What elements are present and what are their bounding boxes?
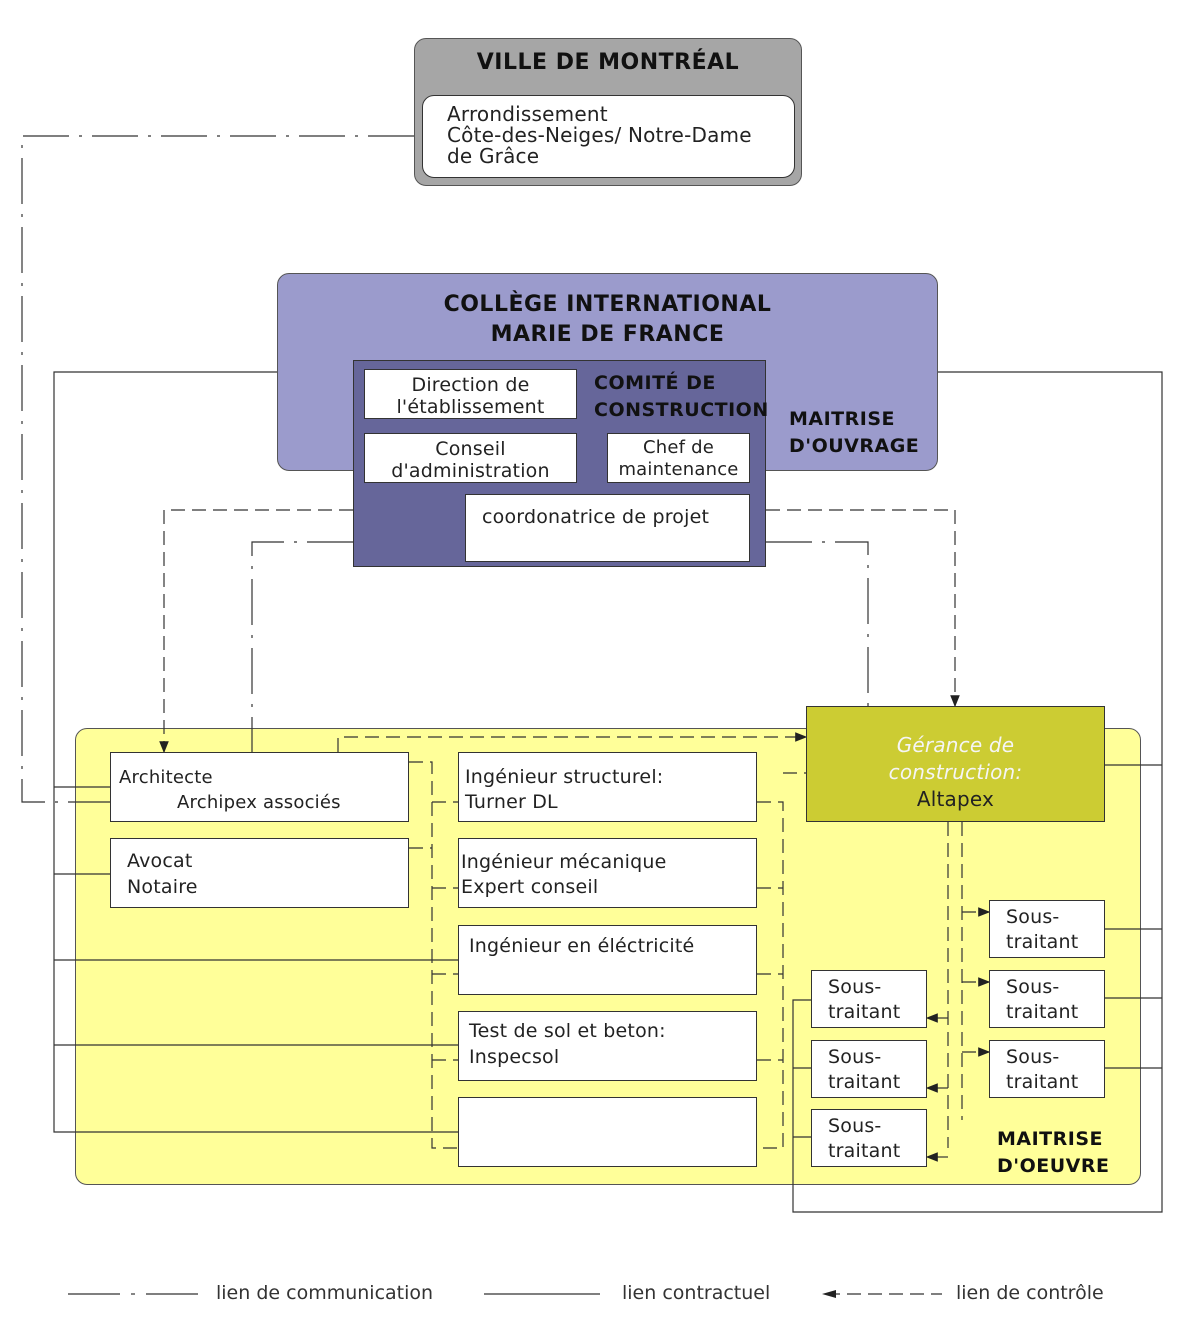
sous-traitant-box: Sous- traitant (989, 900, 1105, 958)
maitrise-ouvrage-line2: D'OUVRAGE (789, 435, 920, 457)
test-sol-box: Test de sol et beton: Inspecsol (458, 1011, 757, 1081)
arrondissement-line2: Côte-des-Neiges/ Notre-Dame (447, 123, 752, 147)
maitrise-ouvrage-label: MAITRISE D'OUVRAGE (789, 406, 919, 460)
arrondissement-box: Arrondissement Côte-des-Neiges/ Notre-Da… (422, 95, 795, 178)
test-sol-line2: Inspecsol (469, 1046, 560, 1068)
college-title: COLLÈGE INTERNATIONAL MARIE DE FRANCE (277, 290, 938, 350)
gerance-line2: construction: (888, 760, 1023, 784)
arrondissement-line3: de Grâce (447, 144, 540, 168)
legend-controle-label: lien de contrôle (956, 1282, 1104, 1304)
electricite-line1: Ingénieur en éléctricité (469, 935, 695, 957)
direction-line2: l'établissement (396, 396, 545, 418)
college-title-line1: COLLÈGE INTERNATIONAL (443, 292, 772, 317)
sous-traitant-line2: traitant (1006, 1001, 1079, 1023)
structurel-line2: Turner DL (465, 791, 558, 813)
coordonatrice-label: coordonatrice de projet (482, 506, 710, 528)
legend-communication-label: lien de communication (216, 1282, 434, 1304)
structurel-line1: Ingénieur structurel: (465, 766, 664, 788)
arrondissement-line1: Arrondissement (447, 102, 608, 126)
architecte-box: Architecte Archipex associés (110, 752, 409, 822)
sous-traitant-line1: Sous- (1006, 1046, 1060, 1068)
ingenieur-mecanique-box: Ingénieur mécanique Expert conseil (458, 838, 757, 908)
sous-traitant-line2: traitant (1006, 931, 1079, 953)
coordonatrice-box: coordonatrice de projet (465, 494, 750, 562)
sous-traitant-line1: Sous- (828, 1115, 882, 1137)
conseil-line1: Conseil (435, 438, 506, 460)
sous-traitant-box: Sous- traitant (989, 970, 1105, 1028)
comite-label: COMITÉ DE CONSTRUCTION (594, 370, 769, 424)
legend-contractuel-label: lien contractuel (622, 1282, 771, 1304)
sous-traitant-line1: Sous- (828, 1046, 882, 1068)
chef-line1: Chef de (642, 437, 714, 458)
sous-traitant-line1: Sous- (1006, 976, 1060, 998)
sous-traitant-box: Sous- traitant (811, 970, 927, 1028)
architecte-line1: Architecte (119, 767, 213, 788)
legend-controle-arrow (822, 1290, 836, 1298)
ingenieur-electricite-box: Ingénieur en éléctricité (458, 925, 757, 995)
test-sol-line1: Test de sol et beton: (469, 1020, 666, 1042)
avocat-box: Avocat Notaire (110, 838, 409, 908)
chef-box: Chef de maintenance (607, 433, 750, 483)
architecte-line2: Archipex associés (177, 792, 341, 813)
chef-line2: maintenance (618, 459, 739, 480)
conseil-line2: d'administration (391, 460, 550, 482)
mecanique-line1: Ingénieur mécanique (461, 851, 667, 873)
avocat-line1: Avocat (127, 850, 193, 872)
mecanique-line2: Expert conseil (461, 876, 599, 898)
empty-box (458, 1097, 757, 1167)
sous-traitant-line2: traitant (1006, 1071, 1079, 1093)
gerance-box: Gérance de construction: Altapex (806, 706, 1105, 822)
direction-box: Direction de l'établissement (364, 369, 577, 419)
sous-traitant-line1: Sous- (828, 976, 882, 998)
comite-line2: CONSTRUCTION (594, 399, 769, 421)
sous-traitant-line2: traitant (828, 1001, 901, 1023)
maitrise-ouvrage-line1: MAITRISE (789, 408, 896, 430)
sous-traitant-line1: Sous- (1006, 906, 1060, 928)
gerance-line1: Gérance de (896, 733, 1015, 757)
avocat-line2: Notaire (127, 876, 198, 898)
sous-traitant-box: Sous- traitant (989, 1040, 1105, 1098)
ingenieur-structurel-box: Ingénieur structurel: Turner DL (458, 752, 757, 822)
sous-traitant-box: Sous- traitant (811, 1040, 927, 1098)
maitrise-oeuvre-line1: MAITRISE (997, 1128, 1104, 1150)
sous-traitant-box: Sous- traitant (811, 1109, 927, 1167)
sous-traitant-line2: traitant (828, 1071, 901, 1093)
direction-line1: Direction de (411, 374, 530, 396)
sous-traitant-line2: traitant (828, 1140, 901, 1162)
maitrise-oeuvre-label: MAITRISE D'OEUVRE (997, 1126, 1109, 1180)
gerance-line3: Altapex (916, 787, 995, 811)
conseil-box: Conseil d'administration (364, 433, 577, 483)
college-title-line2: MARIE DE FRANCE (490, 322, 725, 347)
maitrise-oeuvre-line2: D'OEUVRE (997, 1155, 1110, 1177)
ville-title: VILLE DE MONTRÉAL (476, 50, 740, 75)
comite-line1: COMITÉ DE (594, 372, 716, 394)
